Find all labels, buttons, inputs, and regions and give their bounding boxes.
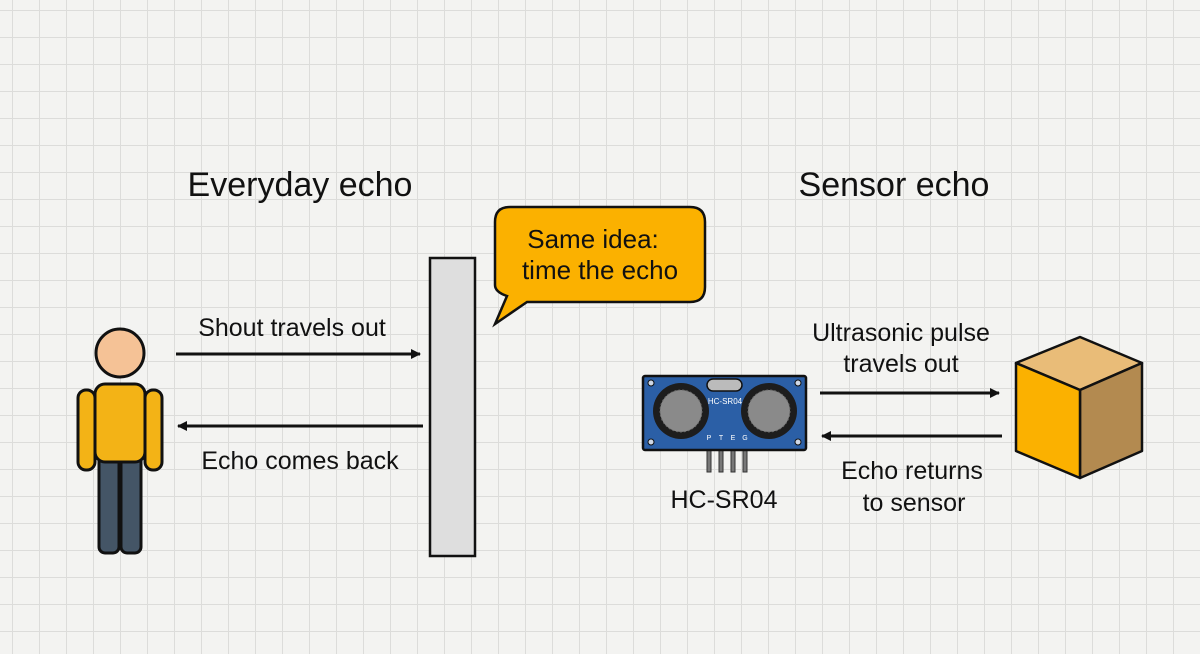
speech-bubble: Same idea: time the echo [492, 205, 707, 328]
cube-icon [1014, 335, 1144, 480]
pulse-out-label-line-1: Ultrasonic pulse [812, 319, 990, 347]
pin-label-2: T [719, 435, 724, 442]
shout-out-label: Shout travels out [198, 314, 386, 342]
pin-label-1: P [707, 435, 712, 442]
bubble-line-1: Same idea: [527, 224, 659, 254]
echo-back-label: Echo comes back [201, 447, 399, 475]
left-section-title: Everyday echo [188, 166, 413, 204]
sensor-name-label: HC-SR04 [671, 486, 778, 514]
wall-icon [428, 256, 477, 558]
echo-return-label-line-2: to sensor [863, 489, 966, 517]
pin-label-3: E [731, 435, 736, 442]
pin-label-4: G [742, 435, 747, 442]
hc-sr04-sensor-icon: HC-SR04 P T E G [641, 374, 808, 473]
pulse-out-label-line-2: travels out [843, 350, 958, 378]
right-section-title: Sensor echo [799, 166, 990, 204]
bubble-line-2: time the echo [522, 255, 678, 285]
board-marking: HC-SR04 [708, 397, 743, 406]
echo-return-label-line-1: Echo returns [841, 457, 983, 485]
person-icon [76, 327, 164, 555]
